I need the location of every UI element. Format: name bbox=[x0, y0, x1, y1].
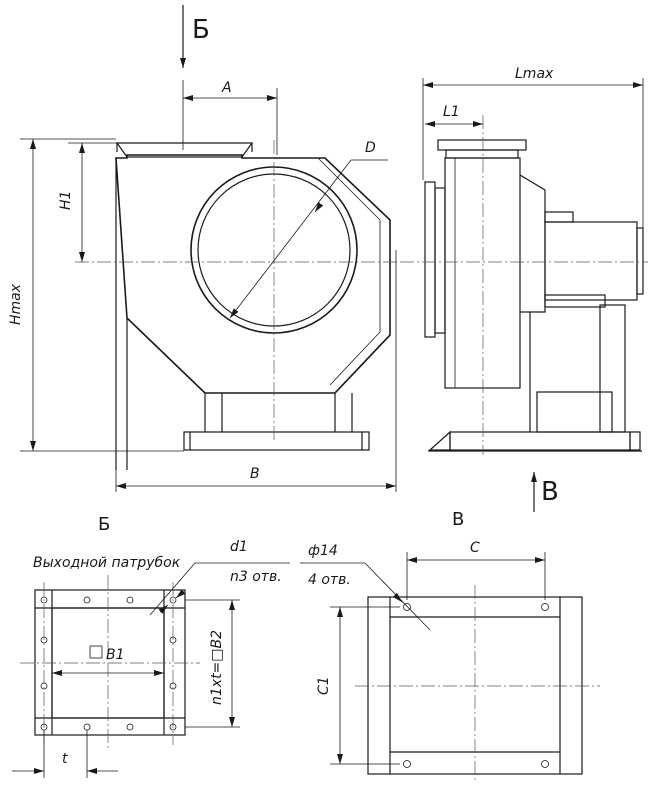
dim-hmax: Hmax bbox=[8, 138, 184, 452]
dim-4holes-label: 4 отв. bbox=[308, 572, 351, 588]
dim-a-label: A bbox=[221, 80, 232, 96]
dim-hmax-label: Hmax bbox=[8, 283, 24, 325]
dim-c1-label: C1 bbox=[316, 676, 332, 695]
view-v-title: В bbox=[452, 509, 464, 530]
dim-b: B bbox=[115, 250, 397, 492]
view-arrow-v-label: В bbox=[541, 477, 559, 507]
view-b-title: Б bbox=[98, 514, 110, 535]
view-arrow-v: В bbox=[531, 472, 559, 512]
view-arrow-b-label: Б bbox=[192, 15, 210, 45]
view-arrow-b: Б bbox=[180, 5, 210, 68]
fan-housing bbox=[115, 154, 391, 470]
front-support bbox=[183, 393, 370, 451]
dim-t-label: t bbox=[62, 751, 68, 767]
dim-phi14-label: ф14 bbox=[308, 543, 338, 559]
dim-l1-label: L1 bbox=[443, 104, 460, 120]
dim-lmax-label: Lmax bbox=[515, 66, 554, 82]
dim-c-label: C bbox=[470, 540, 480, 556]
outlet-pipe-note: Выходной патрубок bbox=[33, 555, 181, 571]
side-view: Lmax L1 В bbox=[400, 66, 648, 512]
dim-n3-label: n3 отв. bbox=[230, 569, 282, 585]
dim-d-label: D bbox=[365, 140, 376, 156]
dim-b-label: B bbox=[250, 466, 260, 482]
dim-l1: L1 bbox=[425, 104, 483, 127]
front-view: Б bbox=[8, 5, 400, 492]
dim-lmax: Lmax bbox=[422, 66, 644, 228]
dim-nt-b2-label: n1xt=□B2 bbox=[209, 630, 225, 705]
dim-b1-label: B1 bbox=[106, 647, 125, 663]
dim-h1: H1 bbox=[58, 142, 118, 262]
dim-a: A bbox=[182, 80, 278, 155]
dim-d1-label: d1 bbox=[230, 539, 248, 555]
outlet-holes bbox=[40, 596, 177, 731]
view-b-outlet: Б Выходной патрубок B1 d1 bbox=[12, 514, 290, 778]
dim-h1-label: H1 bbox=[58, 191, 74, 210]
dim-d: D bbox=[229, 140, 388, 319]
view-v-base: В C C1 ф14 4 отв. bbox=[300, 509, 600, 780]
